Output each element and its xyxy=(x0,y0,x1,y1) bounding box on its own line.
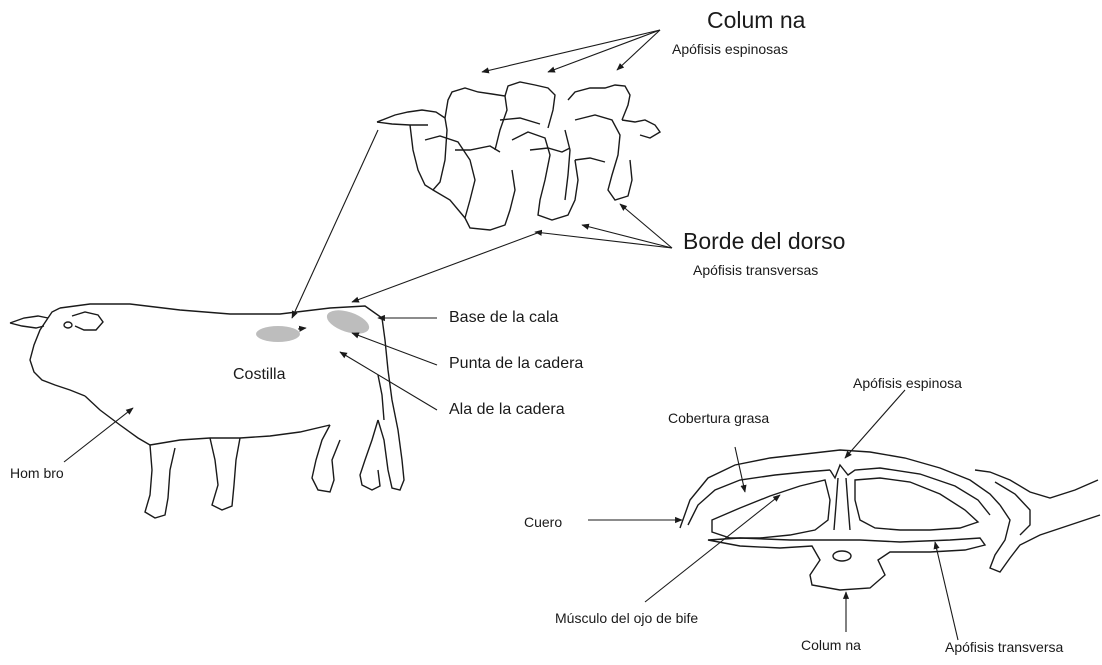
cadera-marked-area xyxy=(326,310,370,334)
columna-bottom-label: Colum na xyxy=(801,637,861,653)
ala-de-la-cadera-label: Ala de la cadera xyxy=(449,401,565,418)
cuero-label: Cuero xyxy=(524,514,563,530)
apofisis-espinosa-label: Apófisis espinosa xyxy=(853,375,962,391)
costilla-label: Costilla xyxy=(233,366,286,383)
musculo-ojo-de-bife-label: Músculo del ojo de bife xyxy=(555,610,699,626)
columna-title: Colum na xyxy=(707,7,806,33)
hombro-label: Hom bro xyxy=(10,465,64,481)
vertebrae-illustration xyxy=(376,81,662,231)
apofisis-transversa-label: Apófisis transversa xyxy=(945,639,1064,655)
punta-de-la-cadera-label: Punta de la cadera xyxy=(449,355,584,372)
cow-outline xyxy=(9,303,405,519)
pointer-arrows xyxy=(63,29,959,641)
borde-del-dorso-label: Borde del dorso xyxy=(683,228,846,254)
base-de-la-cala-label: Base de la cala xyxy=(449,309,559,326)
apofisis-transversas-label: Apófisis transversas xyxy=(693,262,819,278)
costilla-marked-area xyxy=(256,326,300,342)
cobertura-grasa-label: Cobertura grasa xyxy=(668,410,770,426)
cross-section-illustration xyxy=(679,449,1101,591)
apofisis-espinosas-label: Apófisis espinosas xyxy=(672,41,788,57)
